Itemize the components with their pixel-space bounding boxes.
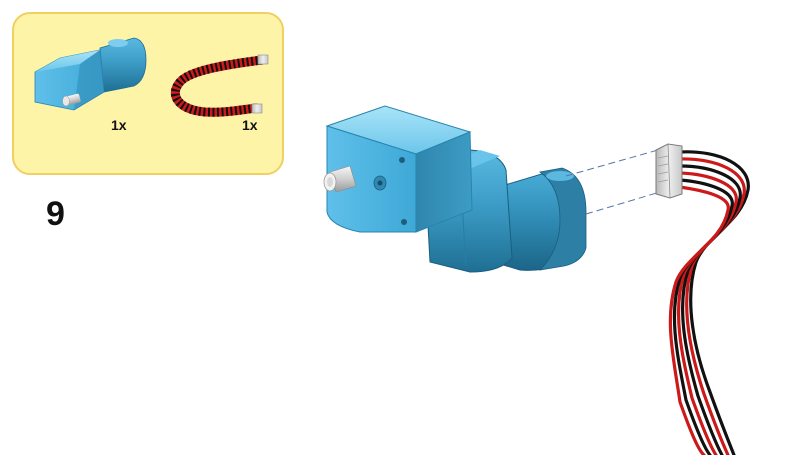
assembly-guide-lines xyxy=(565,149,661,215)
cable-harness-large xyxy=(655,143,750,455)
cable-quantity-label: 1x xyxy=(242,117,258,133)
step-number: 9 xyxy=(46,195,65,233)
parts-cable-icon xyxy=(170,54,269,117)
motor-quantity-label: 1x xyxy=(111,117,127,133)
gear-motor-large xyxy=(323,105,587,273)
parts-motor-icon xyxy=(34,37,147,111)
